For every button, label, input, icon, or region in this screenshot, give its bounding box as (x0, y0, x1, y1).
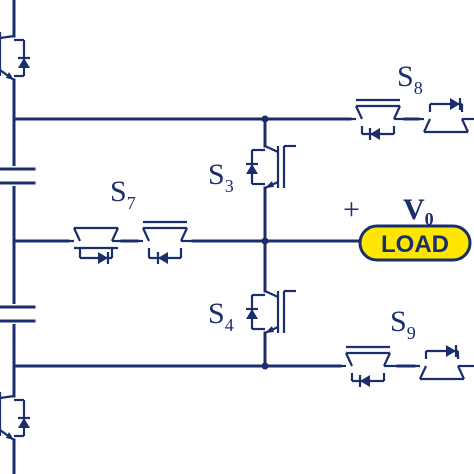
output-plus-sign: + (343, 193, 360, 226)
switch-s4-label: S4 (208, 297, 234, 335)
switch-s3-label: S3 (208, 158, 234, 196)
output-voltage-label: V0 (403, 193, 434, 229)
junction-mid (261, 237, 269, 245)
igbt-left-bottom (0, 364, 30, 474)
switch-s8-label: S8 (397, 60, 423, 98)
switch-s3-igbt (246, 136, 296, 198)
switch-s7-label: S7 (110, 175, 136, 213)
switch-s9-label: S9 (390, 305, 416, 343)
capacitor-upper (0, 166, 36, 186)
junction-bottom (261, 362, 269, 370)
switch-s7-left-igbt (68, 226, 122, 264)
capacitor-lower (0, 304, 36, 324)
switch-s8-right-igbt (418, 98, 474, 134)
junction-top (261, 115, 269, 123)
load-box (358, 224, 472, 262)
switch-s8-left-igbt (350, 98, 405, 140)
switch-s9-left-igbt (340, 345, 398, 387)
igbt-left-top (0, 0, 30, 98)
switch-s9-right-igbt (414, 345, 474, 381)
switch-s4-igbt (246, 281, 296, 343)
load-label: LOAD (381, 231, 449, 258)
switch-s7-right-igbt (137, 220, 193, 264)
wiring (12, 0, 420, 474)
